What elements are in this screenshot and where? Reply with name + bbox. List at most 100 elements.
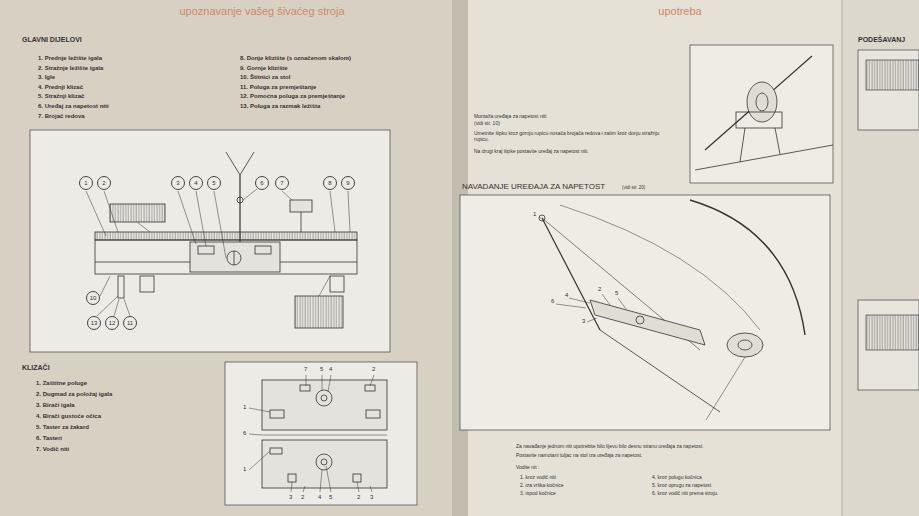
paper-background — [0, 0, 460, 516]
callout-number: 7 — [304, 366, 307, 373]
carriage-figure — [320, 470, 322, 492]
machine-figure — [86, 191, 106, 236]
carriage-figure — [366, 410, 380, 418]
part-list-item: 13. Poluga za razmak ležišta — [240, 103, 320, 110]
part-list-item: 1. Prednje ležište igala — [38, 55, 102, 62]
callout-number: 3 — [289, 494, 292, 501]
machine-figure — [137, 222, 150, 232]
page-heading: upoznavanje vašeg šivaćeg stroja — [179, 5, 344, 18]
machine-figure — [234, 251, 235, 265]
callout-number: 7 — [280, 180, 283, 186]
machine-figure — [301, 212, 302, 232]
machine-figure — [255, 246, 271, 254]
carriage-figure — [306, 375, 307, 386]
carriage-figure — [288, 474, 296, 482]
carriage-figure — [291, 482, 292, 492]
part-list-item: 2. Dugmad za položaj igala — [36, 391, 112, 398]
callout-circle: 4 — [189, 176, 203, 190]
machine-figure — [319, 276, 330, 296]
callout-number: 12 — [109, 320, 116, 326]
carriage-figure — [300, 385, 310, 391]
part-list-item: 5. Stražnji klizač — [38, 93, 84, 100]
next-page-figure — [858, 50, 919, 130]
body-text: Umetnite šipku kroz gornju rupicu nosača… — [474, 130, 674, 142]
machine-figure — [190, 242, 280, 272]
step-item: 5. kroz oprugu za napetost — [652, 482, 711, 488]
carriage-figure — [370, 486, 372, 492]
machine-figure — [214, 191, 226, 258]
carriage-figure — [270, 448, 282, 454]
machine-figure — [290, 200, 312, 212]
threading-figure — [539, 217, 541, 218]
mounting-figure — [747, 82, 777, 122]
carriage-figure — [321, 459, 327, 465]
threading-figure — [706, 357, 745, 420]
next-page-figure — [858, 50, 919, 390]
threading-figure — [636, 316, 644, 324]
threading-figure — [618, 298, 626, 309]
callout-circle: 7 — [275, 176, 289, 190]
callout-number: 2 — [598, 286, 601, 293]
machine-figure — [227, 251, 241, 265]
callout-number: 4 — [318, 494, 321, 501]
carriage-figure — [322, 375, 323, 390]
part-list-item: 11. Poluga za premještanje — [240, 84, 316, 91]
step-item: 6. kroz vodič niti prema stroju. — [652, 490, 718, 496]
step-item: 2. iza vrška kočnice — [520, 482, 564, 488]
part-list-item: 2. Stražnje ležište igala — [38, 65, 103, 72]
callout-circle: 9 — [341, 176, 355, 190]
paper-background — [842, 0, 843, 516]
part-list-item: 3. Igle — [38, 74, 55, 81]
carriage-figure — [249, 451, 270, 470]
next-page-figure — [866, 315, 919, 350]
callout-circle: 5 — [207, 176, 221, 190]
machine-figure — [30, 130, 390, 352]
carriage-figure — [316, 454, 332, 470]
section-heading: GLAVNI DIJELOVI — [22, 36, 82, 44]
callout-circle: 11 — [123, 316, 137, 330]
carriage-figure — [326, 466, 331, 492]
callout-number: 6 — [243, 430, 246, 437]
threading-figure — [738, 340, 752, 350]
threading-figure — [569, 298, 590, 303]
callout-number: 6 — [260, 180, 263, 186]
body-text: Za navađanje jednom niti upotrebite bilo… — [516, 443, 704, 449]
carriage-figure — [262, 380, 387, 430]
part-list-item: 10. Štitnici za stol — [240, 74, 290, 81]
carriage-figure — [262, 440, 387, 488]
callout-number: 11 — [127, 320, 133, 326]
machine-figure — [226, 152, 240, 175]
part-list-item: 9. Gornje klizište — [240, 65, 288, 72]
part-list-item: 7. Vodič niti — [36, 446, 69, 453]
carriage-figure — [353, 474, 361, 482]
machine-figure — [282, 191, 292, 200]
threading-figure — [542, 218, 600, 330]
body-text: Na drugi kraj šipke postavite uređaj za … — [474, 148, 589, 154]
machine-figure — [240, 152, 254, 175]
body-text: Postavite namotani tuljac na stol iza ur… — [516, 452, 642, 458]
carriage-figure — [225, 362, 417, 505]
threading-figure — [590, 300, 705, 345]
section-heading: PODEŠAVANJ — [858, 36, 905, 44]
part-list-item: 6. Uređaj za napetost niti — [38, 103, 109, 110]
callout-number: 5 — [615, 290, 618, 297]
callout-number: 2 — [372, 366, 375, 373]
mounting-figure — [736, 112, 782, 128]
callout-number: 3 — [582, 318, 585, 325]
machine-figure — [243, 189, 257, 200]
callout-number: 3 — [370, 494, 373, 501]
next-page-figure — [858, 300, 919, 390]
step-item: 4. kroz polugu kočnica — [652, 474, 702, 480]
callout-number: 1 — [243, 466, 246, 473]
machine-figure — [30, 130, 390, 352]
callout-circle: 6 — [255, 176, 269, 190]
machine-figure — [330, 276, 344, 292]
machine-figure — [97, 296, 118, 316]
body-text: Montaža uređaja za napetost niti — [474, 113, 546, 119]
machine-figure — [348, 191, 350, 232]
threading-figure — [560, 205, 760, 330]
callout-number: 9 — [346, 180, 349, 186]
callout-number: 1 — [243, 404, 246, 411]
